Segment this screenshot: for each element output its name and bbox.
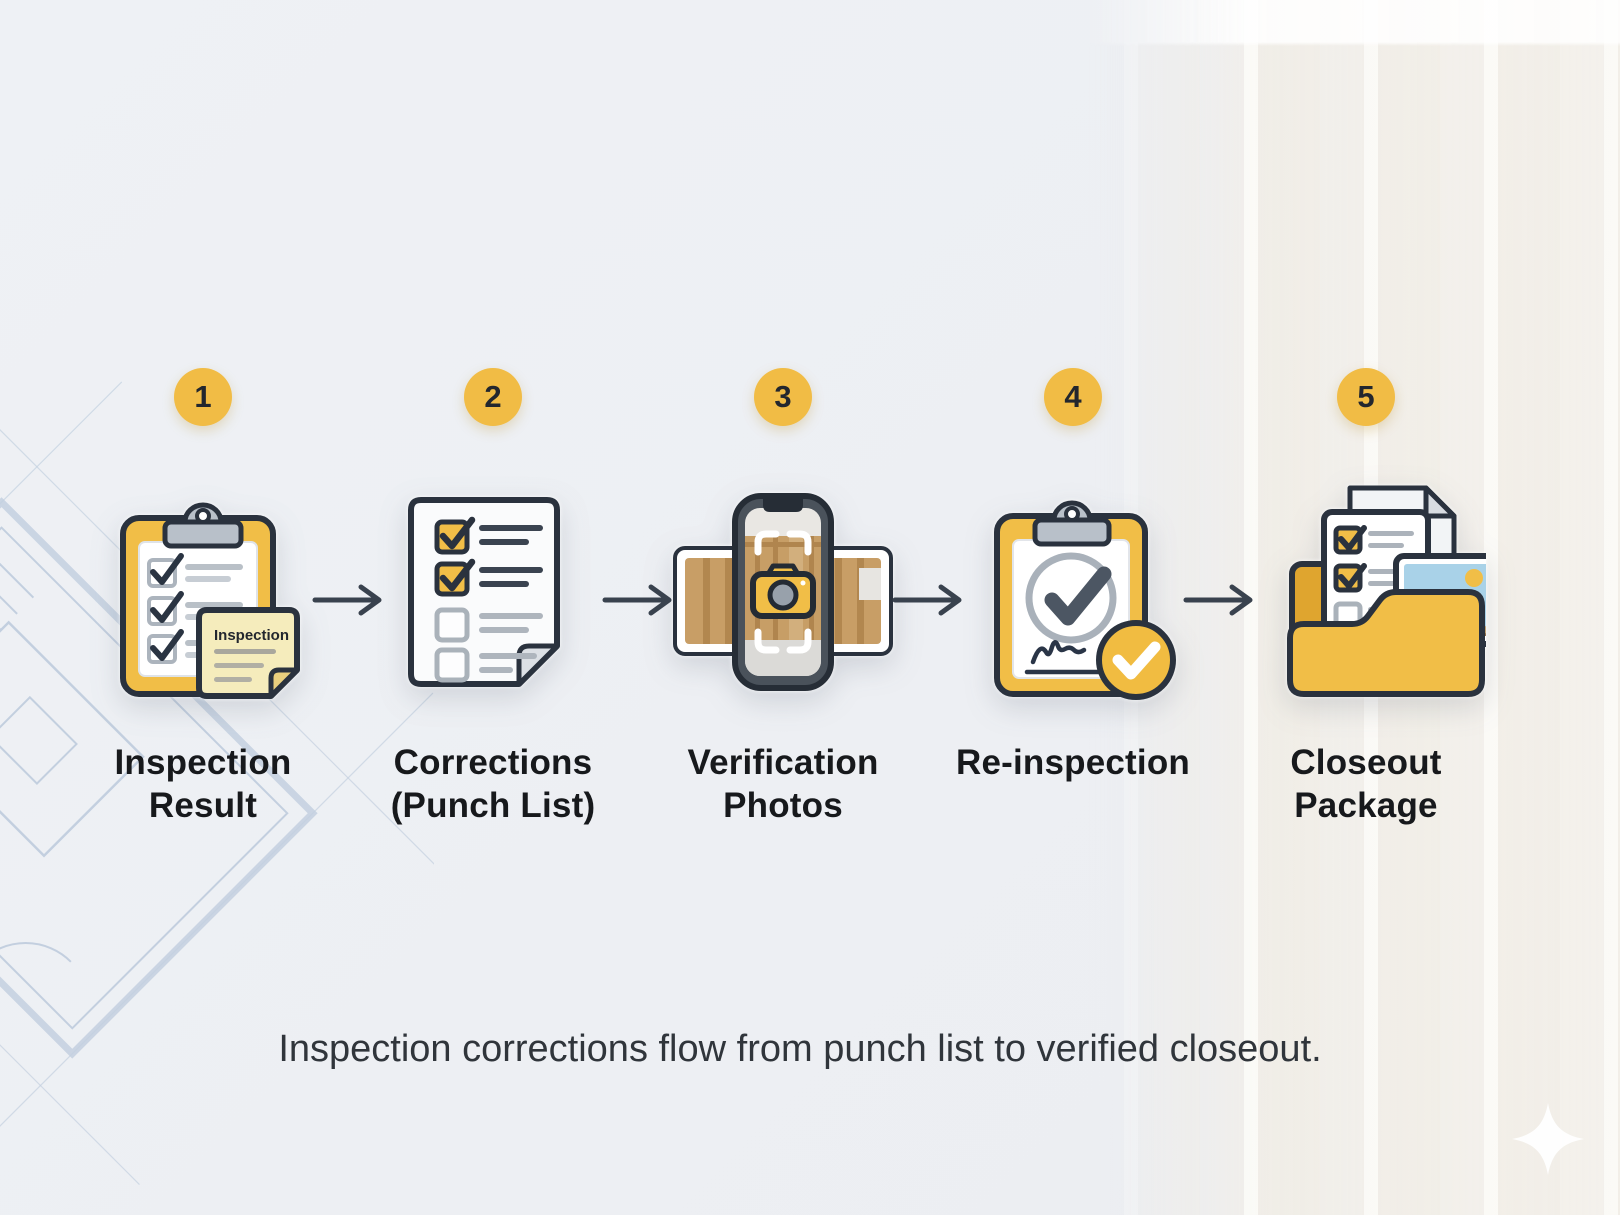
caption: Inspection corrections flow from punch l… — [278, 1028, 1322, 1070]
sparkle-icon — [1512, 1103, 1584, 1175]
step-4-number: 4 — [1064, 379, 1082, 414]
step-3-badge: 3 — [754, 368, 812, 426]
sticky-note-label: Inspection — [214, 627, 289, 644]
step-2-badge: 2 — [464, 368, 522, 426]
step-4-label: Re-inspection — [955, 743, 1190, 782]
clipboard-checklist-icon: Inspection — [83, 472, 323, 712]
step-1-label: Inspection Result — [114, 743, 292, 826]
step-1-number: 1 — [194, 379, 212, 414]
flow-arrow-4 — [1183, 584, 1253, 616]
step-5-badge: 5 — [1337, 368, 1395, 426]
step-5-number: 5 — [1357, 379, 1375, 414]
folder-documents-icon — [1246, 472, 1503, 712]
flow-arrow-2 — [602, 584, 672, 616]
flow-arrow-1 — [312, 584, 382, 616]
sticky-note: Inspection — [196, 607, 300, 699]
step-3-number: 3 — [774, 379, 792, 414]
step-3-label: Verification Photos — [687, 743, 879, 826]
step-2-number: 2 — [484, 379, 502, 414]
phone-camera-icon — [663, 472, 903, 712]
step-5-label: Closeout Package — [1290, 743, 1442, 826]
flow-arrow-3 — [892, 584, 962, 616]
step-1-badge: 1 — [174, 368, 232, 426]
clipboard-approved-icon — [953, 472, 1193, 712]
punch-list-document-icon — [373, 472, 613, 712]
step-4-badge: 4 — [1044, 368, 1102, 426]
step-2-label: Corrections (Punch List) — [390, 743, 596, 826]
